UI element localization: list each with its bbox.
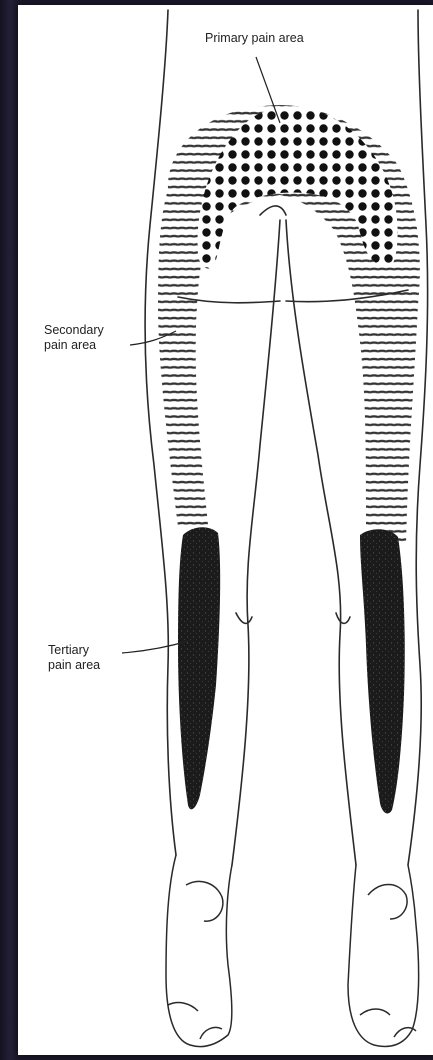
secondary-pain-label-line1: Secondary <box>44 323 104 338</box>
diagram-paper: Primary pain area Secondary pain area Te… <box>18 5 433 1055</box>
left-foot <box>166 855 232 1047</box>
secondary-pain-label: Secondary pain area <box>44 323 104 353</box>
legs-pain-diagram <box>18 5 433 1055</box>
tertiary-pain-label-line2: pain area <box>48 658 100 673</box>
tertiary-pain-area-right <box>360 529 405 813</box>
tertiary-pain-area-left <box>178 527 220 809</box>
tertiary-pain-label: Tertiary pain area <box>48 643 100 673</box>
right-foot <box>348 865 419 1046</box>
primary-pain-label-text: Primary pain area <box>205 31 304 46</box>
primary-pain-label: Primary pain area <box>205 31 304 46</box>
secondary-pain-label-line2: pain area <box>44 338 104 353</box>
tertiary-pain-label-line1: Tertiary <box>48 643 100 658</box>
